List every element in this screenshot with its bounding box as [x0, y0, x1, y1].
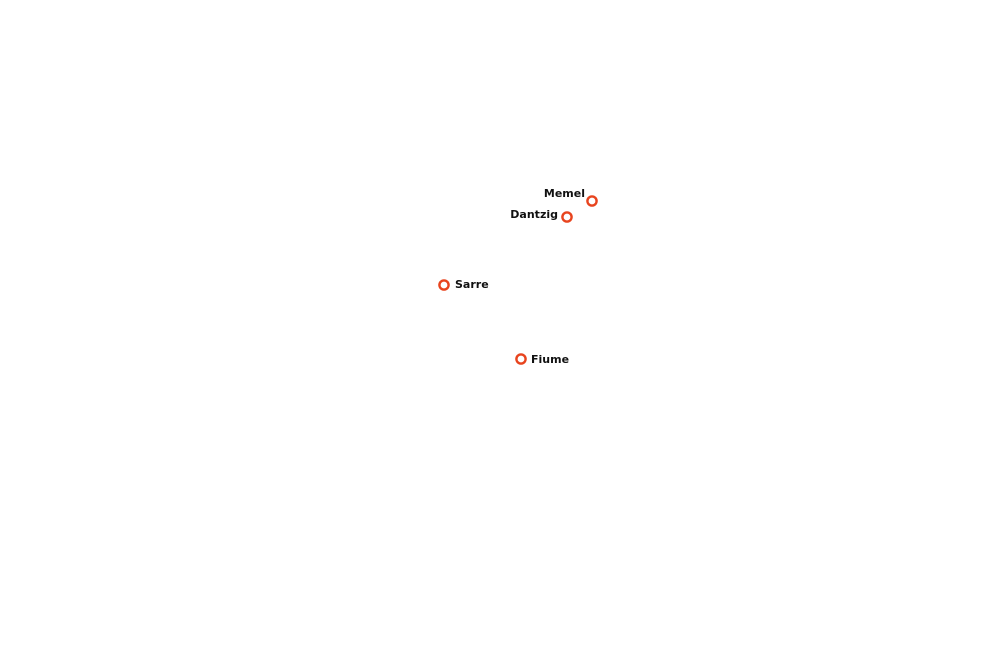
place-marker-fiume[interactable]: Fiume [515, 353, 569, 366]
circle-marker-icon [515, 353, 527, 365]
circle-marker-icon [438, 279, 450, 291]
place-marker-memel[interactable]: Memel [544, 187, 598, 207]
place-marker-sarre[interactable]: Sarre [438, 278, 489, 291]
place-marker-dantzig[interactable]: Dantzig [510, 208, 573, 223]
place-label-fiume: Fiume [531, 353, 569, 366]
circle-marker-icon [586, 195, 598, 207]
place-label-dantzig: Dantzig [510, 208, 558, 221]
circle-marker-icon [561, 211, 573, 223]
place-label-memel: Memel [544, 187, 585, 200]
place-label-sarre: Sarre [455, 278, 489, 291]
